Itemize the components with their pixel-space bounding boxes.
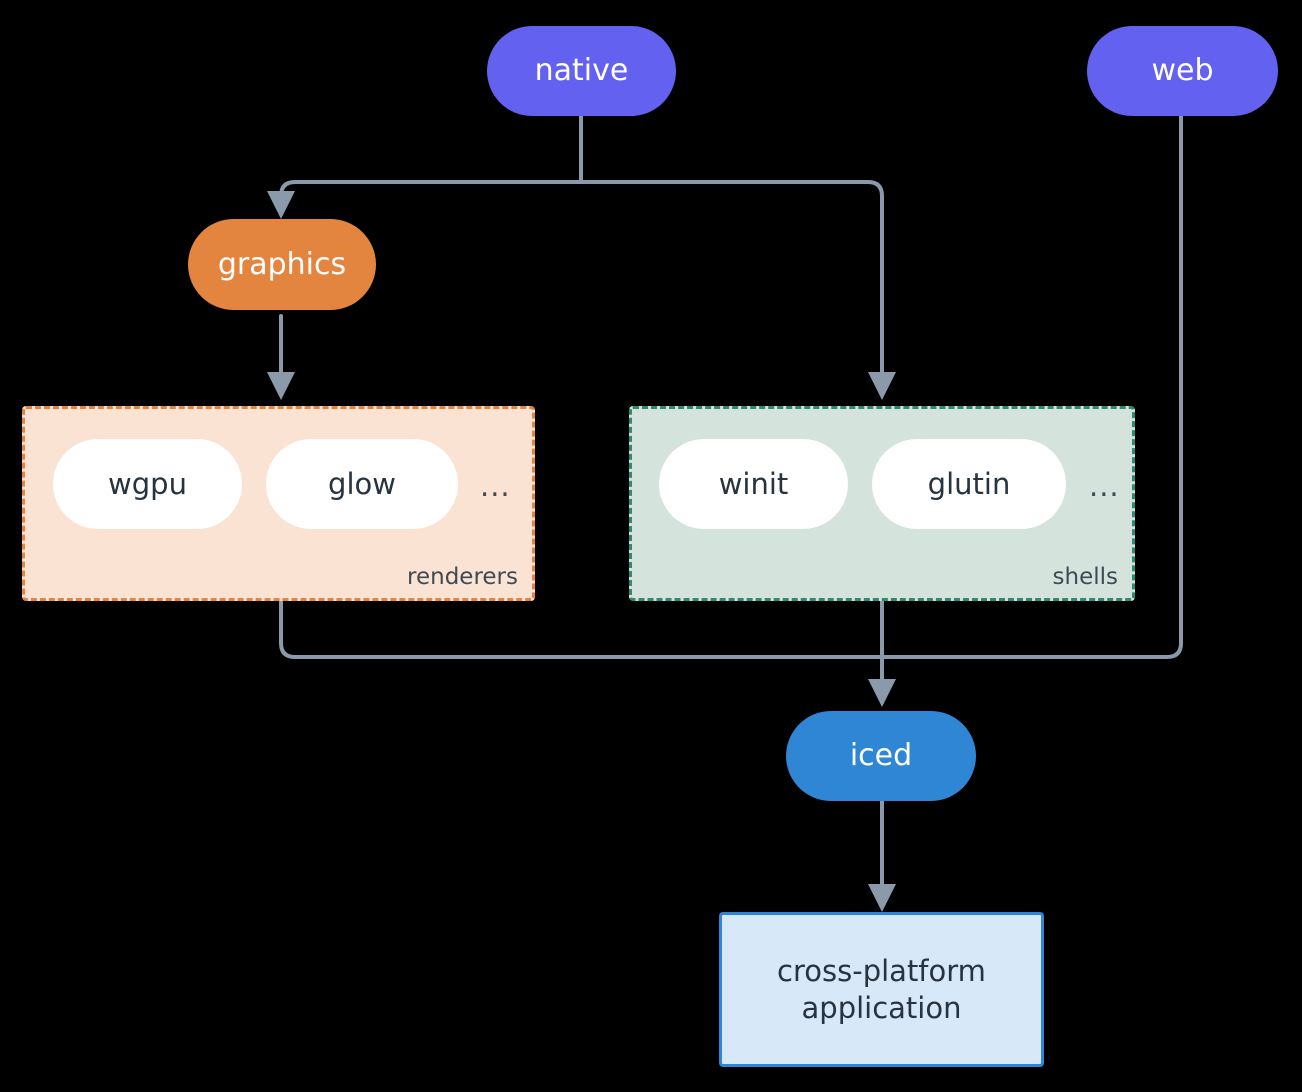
node-winit-label: winit <box>718 466 789 501</box>
group-renderers-label: renderers <box>407 564 518 590</box>
node-native-label: native <box>534 53 629 89</box>
node-native[interactable]: native <box>487 26 676 116</box>
node-iced[interactable]: iced <box>786 711 976 801</box>
node-application[interactable]: cross-platform application <box>719 912 1044 1067</box>
node-glutin[interactable]: glutin <box>872 439 1066 529</box>
node-iced-label: iced <box>849 738 913 774</box>
node-wgpu[interactable]: wgpu <box>53 439 242 529</box>
group-shells-label: shells <box>1052 564 1118 590</box>
application-label-line-1: cross-platform <box>777 954 986 989</box>
node-glow[interactable]: glow <box>266 439 458 529</box>
shells-overflow-ellipsis: ... <box>1089 469 1120 503</box>
group-renderers: wgpu glow ... renderers <box>22 406 535 601</box>
node-winit[interactable]: winit <box>659 439 848 529</box>
node-wgpu-label: wgpu <box>108 466 187 501</box>
edge-native-graphics <box>267 180 583 219</box>
node-glow-label: glow <box>328 466 396 501</box>
edge-renderers-iced <box>279 599 884 659</box>
node-web-label: web <box>1151 53 1214 89</box>
group-shells: winit glutin ... shells <box>629 406 1135 601</box>
edge-native-shells <box>579 180 896 400</box>
node-glutin-label: glutin <box>927 466 1011 501</box>
application-label-line-2: application <box>801 990 962 1025</box>
node-web[interactable]: web <box>1087 26 1278 116</box>
node-graphics-label: graphics <box>217 246 347 282</box>
renderers-overflow-ellipsis: ... <box>480 469 511 503</box>
node-graphics[interactable]: graphics <box>188 219 376 310</box>
